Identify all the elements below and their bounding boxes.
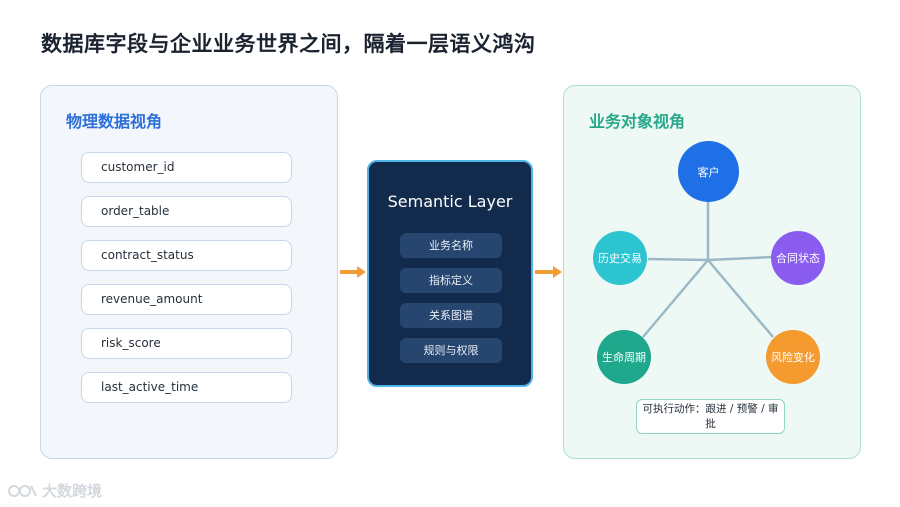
field-last-active-time: last_active_time <box>81 372 292 403</box>
field-order-table: order_table <box>81 196 292 227</box>
physical-data-panel: 物理数据视角 customer_id order_table contract_… <box>40 85 338 459</box>
semantic-layer-box: Semantic Layer 业务名称 指标定义 关系图谱 规则与权限 <box>367 160 533 387</box>
watermark-logo-icon <box>8 484 37 497</box>
chip-rules-permissions: 规则与权限 <box>400 338 502 363</box>
node-customer: 客户 <box>678 141 739 202</box>
field-revenue-amount: revenue_amount <box>81 284 292 315</box>
watermark: 大数跨境 <box>8 480 102 501</box>
node-risk-change: 风险变化 <box>766 330 820 384</box>
arrow-semantic-to-right <box>535 266 562 278</box>
node-contract-status: 合同状态 <box>771 231 825 285</box>
arrow-left-to-semantic <box>340 266 366 278</box>
actionable-actions-box: 可执行动作：跟进 / 预警 / 审批 <box>636 399 785 434</box>
field-risk-score: risk_score <box>81 328 292 359</box>
chip-metric-definition: 指标定义 <box>400 268 502 293</box>
page-title: 数据库字段与企业业务世界之间，隔着一层语义鸿沟 <box>41 32 536 56</box>
chip-relationship-graph: 关系图谱 <box>400 303 502 328</box>
watermark-text: 大数跨境 <box>42 482 103 500</box>
field-contract-status: contract_status <box>81 240 292 271</box>
spoke-bottom-right <box>707 259 774 338</box>
spoke-left <box>647 257 709 262</box>
chip-business-name: 业务名称 <box>400 233 502 258</box>
semantic-layer-title: Semantic Layer <box>387 192 513 211</box>
relationship-spokes <box>642 195 774 338</box>
physical-panel-title: 物理数据视角 <box>66 112 163 131</box>
node-lifecycle: 生命周期 <box>597 330 651 384</box>
business-panel-title: 业务对象视角 <box>589 112 686 131</box>
spoke-right <box>707 255 774 262</box>
node-transaction-history: 历史交易 <box>593 231 647 285</box>
field-customer-id: customer_id <box>81 152 292 183</box>
spoke-bottom-left <box>642 259 709 338</box>
